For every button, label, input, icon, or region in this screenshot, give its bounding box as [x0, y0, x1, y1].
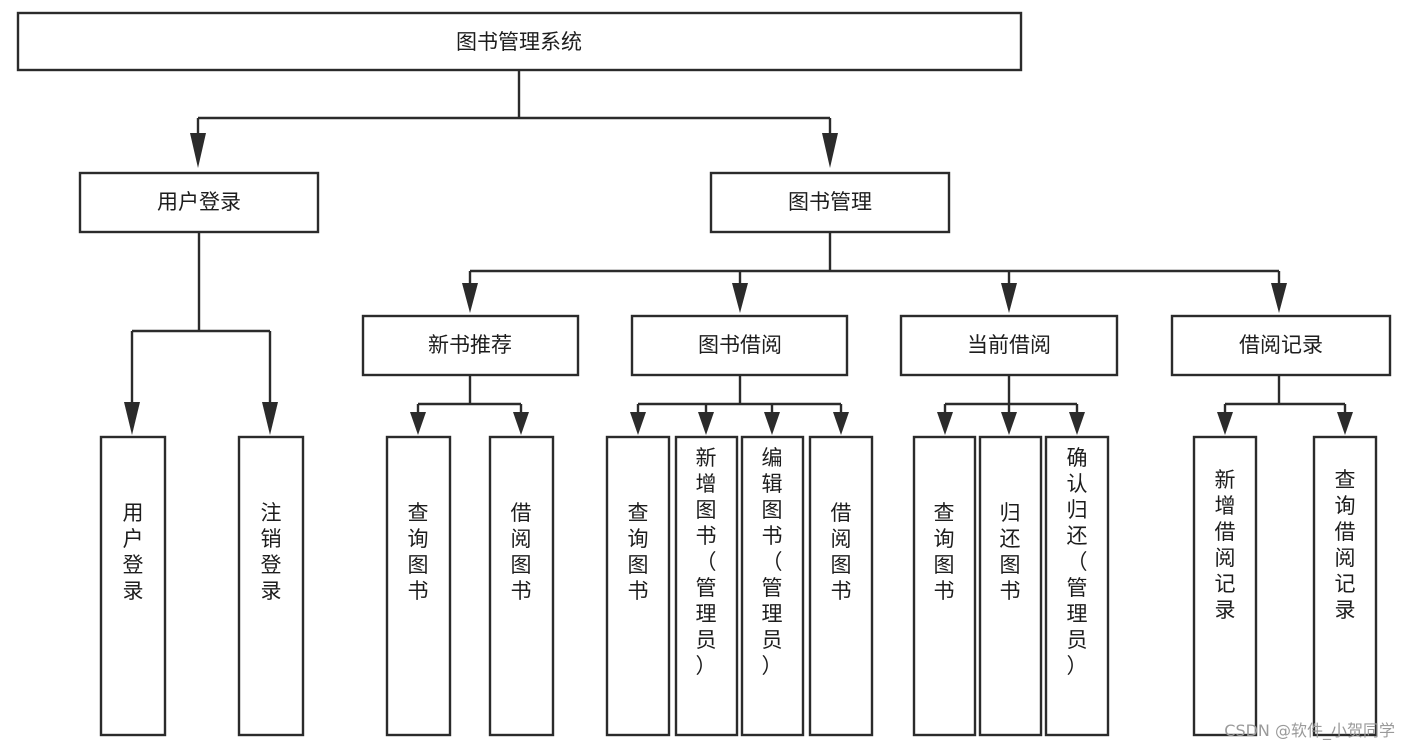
node-borrow-record[interactable]: 借阅记录: [1170, 314, 1392, 377]
connector-layer: [124, 70, 1353, 435]
node-leaf-add-record[interactable]: 新增借阅记录: [1192, 435, 1258, 737]
arrow-to-book-borrow: [732, 283, 748, 313]
node-book-management-label: 图书管理: [788, 190, 872, 214]
arrow-to-borrow-record: [1271, 283, 1287, 313]
node-leaf-borrow-book-2[interactable]: 借阅图书: [808, 435, 874, 737]
arrow-to-new-book-recommend: [462, 283, 478, 313]
arrow-to-leaf-borrow-book-2: [833, 412, 849, 435]
node-leaf-user-login-box[interactable]: [99, 435, 167, 737]
node-current-borrow-box[interactable]: [899, 314, 1119, 377]
node-root[interactable]: 图书管理系统: [16, 11, 1023, 72]
node-book-borrow[interactable]: 图书借阅: [630, 314, 849, 377]
arrow-to-leaf-query-record: [1337, 412, 1353, 435]
node-user-login-label: 用户登录: [157, 190, 241, 214]
node-leaf-user-logout-box[interactable]: [237, 435, 305, 737]
arrow-to-leaf-edit-book: [764, 412, 780, 435]
node-leaf-borrow-book-1-label: 借阅图书: [511, 501, 532, 603]
node-leaf-query-book-1[interactable]: 查询图书: [385, 435, 452, 737]
node-leaf-query-book-2[interactable]: 查询图书: [605, 435, 671, 737]
node-leaf-edit-book[interactable]: 编辑图书（管理员）: [740, 435, 805, 737]
node-book-borrow-box[interactable]: [630, 314, 849, 377]
node-leaf-add-record-label: 新增借阅记录: [1215, 468, 1236, 622]
node-new-book-recommend[interactable]: 新书推荐: [361, 314, 580, 377]
arrow-to-leaf-confirm-return: [1069, 412, 1085, 435]
node-leaf-add-record-box[interactable]: [1192, 435, 1258, 737]
node-leaf-confirm-return[interactable]: 确认归还（管理员）: [1044, 435, 1110, 737]
node-user-login-box[interactable]: [78, 171, 320, 234]
node-book-borrow-label: 图书借阅: [698, 333, 782, 357]
node-user-login[interactable]: 用户登录: [78, 171, 320, 234]
node-leaf-query-book-3-label: 查询图书: [934, 501, 955, 603]
node-leaf-return-book-box[interactable]: [978, 435, 1043, 737]
arrow-to-leaf-query-book-3: [937, 412, 953, 435]
node-root-box[interactable]: [16, 11, 1023, 72]
node-book-management[interactable]: 图书管理: [709, 171, 951, 234]
node-root-label: 图书管理系统: [456, 30, 582, 54]
node-leaf-borrow-book-2-label: 借阅图书: [831, 501, 852, 603]
node-leaf-add-book-box[interactable]: [674, 435, 739, 737]
node-leaf-add-book-label: 新增图书（管理员）: [696, 446, 717, 678]
arrow-to-leaf-add-record: [1217, 412, 1233, 435]
node-new-book-recommend-box[interactable]: [361, 314, 580, 377]
node-leaf-edit-book-label: 编辑图书（管理员）: [762, 446, 783, 678]
node-leaf-return-book[interactable]: 归还图书: [978, 435, 1043, 737]
node-current-borrow[interactable]: 当前借阅: [899, 314, 1119, 377]
node-leaf-user-logout[interactable]: 注销登录: [237, 435, 305, 737]
node-leaf-borrow-book-1[interactable]: 借阅图书: [488, 435, 555, 737]
node-borrow-record-box[interactable]: [1170, 314, 1392, 377]
node-leaf-query-book-3[interactable]: 查询图书: [912, 435, 977, 737]
arrow-to-user-login: [190, 133, 206, 168]
arrow-to-leaf-return-book: [1001, 412, 1017, 435]
node-leaf-user-logout-label: 注销登录: [261, 501, 282, 603]
node-leaf-query-book-1-box[interactable]: [385, 435, 452, 737]
arrow-to-leaf-user-login: [124, 402, 140, 435]
node-leaf-query-book-3-box[interactable]: [912, 435, 977, 737]
node-borrow-record-label: 借阅记录: [1239, 333, 1323, 357]
node-leaf-query-book-2-box[interactable]: [605, 435, 671, 737]
node-leaf-confirm-return-box[interactable]: [1044, 435, 1110, 737]
node-leaf-borrow-book-2-box[interactable]: [808, 435, 874, 737]
node-leaf-query-book-2-label: 查询图书: [628, 501, 649, 603]
node-new-book-recommend-label: 新书推荐: [428, 333, 512, 357]
arrow-to-leaf-borrow-book-1: [513, 412, 529, 435]
arrow-to-leaf-query-book-2: [630, 412, 646, 435]
node-leaf-query-record[interactable]: 查询借阅记录: [1312, 435, 1378, 737]
arrow-to-leaf-add-book: [698, 412, 714, 435]
node-leaf-confirm-return-label: 确认归还（管理员）: [1067, 446, 1088, 678]
node-current-borrow-label: 当前借阅: [967, 333, 1051, 357]
node-leaf-return-book-label: 归还图书: [1000, 501, 1021, 603]
csdn-watermark: CSDN @软件_小贺同学: [1224, 721, 1395, 741]
node-leaf-query-record-box[interactable]: [1312, 435, 1378, 737]
node-leaf-edit-book-box[interactable]: [740, 435, 805, 737]
node-leaf-query-book-1-label: 查询图书: [408, 501, 429, 603]
arrow-to-leaf-user-logout: [262, 402, 278, 435]
arrow-to-current-borrow: [1001, 283, 1017, 313]
node-book-management-box[interactable]: [709, 171, 951, 234]
node-leaf-add-book[interactable]: 新增图书（管理员）: [674, 435, 739, 737]
node-leaf-query-record-label: 查询借阅记录: [1335, 468, 1356, 622]
node-leaf-user-login[interactable]: 用户登录: [99, 435, 167, 737]
arrow-to-leaf-query-book-1: [410, 412, 426, 435]
node-leaf-borrow-book-1-box[interactable]: [488, 435, 555, 737]
node-leaf-user-login-label: 用户登录: [123, 501, 144, 603]
arrow-to-book-management: [822, 133, 838, 168]
